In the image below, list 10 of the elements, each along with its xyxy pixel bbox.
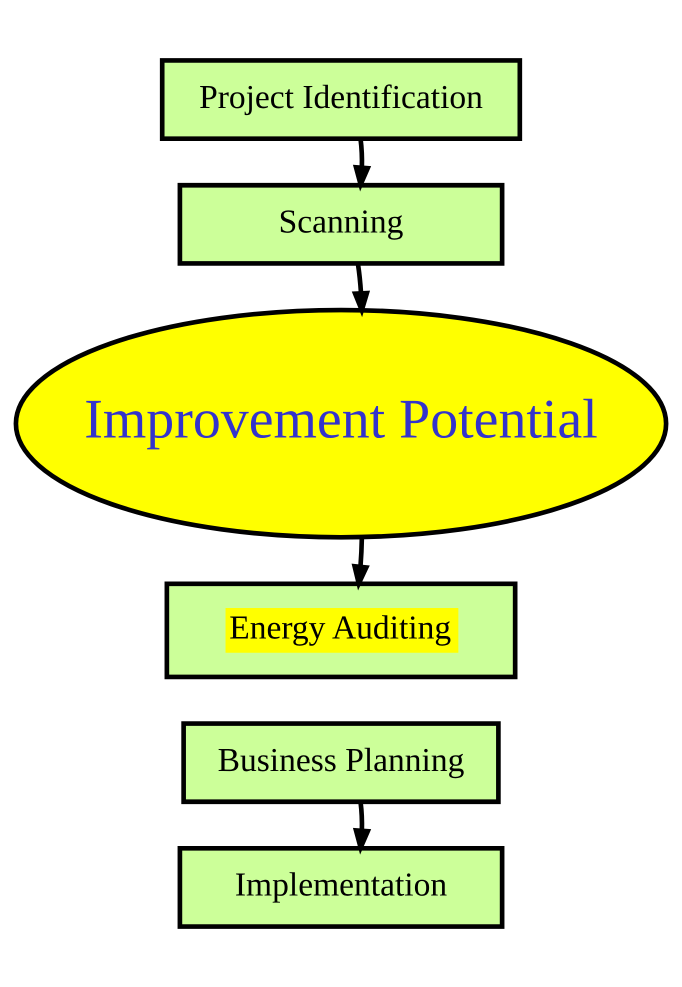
arrow xyxy=(352,138,372,192)
node-box: Project Identification xyxy=(160,58,522,141)
arrow xyxy=(352,264,370,318)
node-ellipse: Improvement Potential xyxy=(14,308,668,540)
node-box: Implementation xyxy=(178,846,504,929)
node-box: Scanning xyxy=(178,182,504,266)
node-box: Energy Auditing xyxy=(164,582,518,680)
arrow xyxy=(352,537,370,591)
arrow xyxy=(352,802,372,855)
node-box: Business Planning xyxy=(181,721,501,804)
